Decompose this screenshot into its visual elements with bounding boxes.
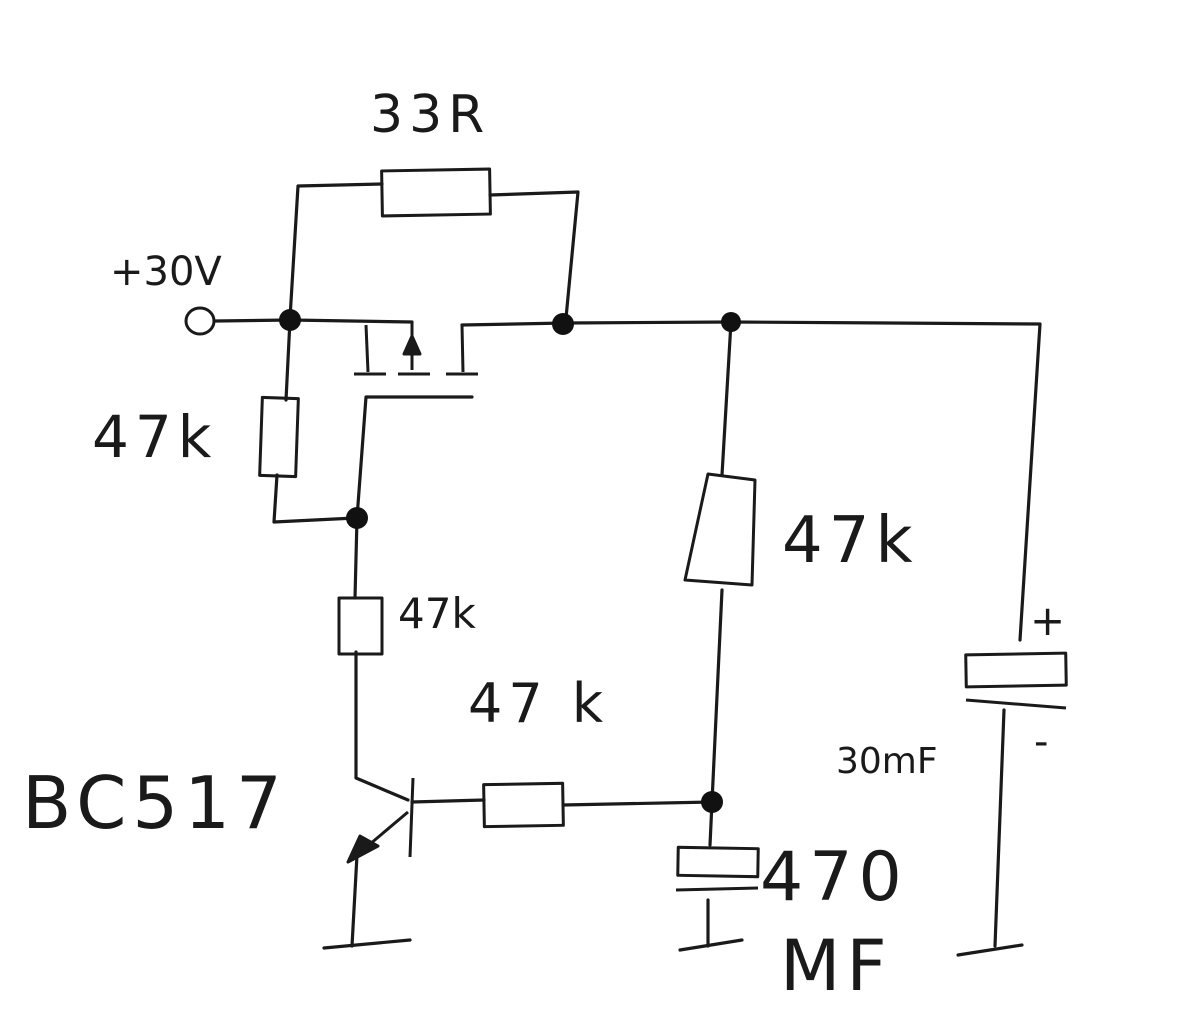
junction-gate-node xyxy=(346,507,368,529)
wire-mid-resistor-to-collector xyxy=(354,650,410,802)
wire-right-resistor-to-node xyxy=(710,588,724,804)
label-transistor: BC517 xyxy=(22,761,288,845)
label-cap-minus: - xyxy=(1034,719,1048,765)
junction-rail xyxy=(721,312,741,332)
wire-base-to-base-resistor xyxy=(410,798,486,804)
label-cap-mf: MF xyxy=(780,925,893,1007)
wire-ground-left xyxy=(322,938,412,950)
wire-left-resistor-to-node xyxy=(272,473,357,524)
wire-ground-right-big xyxy=(956,943,1024,957)
label-47k-left: 47k xyxy=(92,403,217,471)
wire-rail-to-right-resistor xyxy=(720,320,733,477)
wire-emitter-to-ground xyxy=(350,853,359,948)
label-33r: 33R xyxy=(370,85,490,145)
label-cap-plus: + xyxy=(1030,596,1065,645)
labels: 33R +30V 47k 47k 47k 47 k BC517 30mF + -… xyxy=(22,85,1065,1007)
wire-33r-left-loop xyxy=(288,182,384,320)
label-47k-right: 47k xyxy=(782,504,919,578)
wire-gate-line xyxy=(355,395,474,520)
wire-supply-input xyxy=(213,318,414,324)
junction-base-node xyxy=(701,791,723,813)
label-cap-470: 470 xyxy=(760,838,908,917)
wire-left-resistor xyxy=(284,318,292,402)
capacitor-30mf xyxy=(964,651,1068,710)
supply-terminal xyxy=(184,306,216,336)
wire-node-to-mid-resistor xyxy=(353,516,359,600)
wires xyxy=(213,182,1042,957)
junctions xyxy=(279,309,741,813)
wire-ground-right-small xyxy=(678,938,744,952)
label-47k-base: 47 k xyxy=(468,672,609,735)
junction-33r-right xyxy=(552,313,574,335)
capacitor-470uf xyxy=(675,845,760,892)
label-cap-30mf: 30mF xyxy=(836,741,938,782)
wire-big-cap-to-ground xyxy=(993,708,1006,948)
components xyxy=(184,167,1068,892)
wire-base-resistor-to-node xyxy=(561,800,714,807)
resistor-47k-left xyxy=(258,395,300,479)
resistor-47k-mid xyxy=(337,596,384,656)
label-supply: +30V xyxy=(110,249,222,295)
mosfet xyxy=(354,322,478,376)
resistor-47k-right xyxy=(683,472,757,587)
resistor-33r xyxy=(380,167,492,218)
junction-supply xyxy=(279,309,301,331)
transistor-bc517 xyxy=(346,777,415,864)
label-47k-mid: 47k xyxy=(398,589,476,638)
resistor-47k-base xyxy=(482,781,565,829)
wire-33r-right-loop xyxy=(488,190,580,320)
